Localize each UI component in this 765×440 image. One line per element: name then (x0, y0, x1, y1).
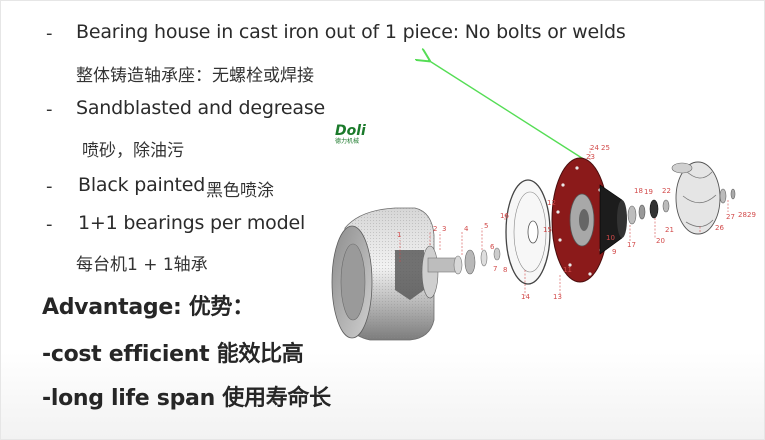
part-label-29: 29 (747, 211, 756, 219)
part-label-3: 3 (442, 225, 447, 233)
part-label-26: 26 (715, 224, 724, 232)
bullet-en-1: Bearing house in cast iron out of 1 piec… (76, 21, 626, 43)
part-label-12: 12 (547, 199, 556, 207)
part-label-6: 6 (490, 243, 495, 251)
shaft-parts (427, 247, 501, 275)
small-bearing-parts (627, 199, 670, 225)
part-label-18: 18 (634, 187, 643, 195)
part-label-2: 2 (433, 225, 438, 233)
advantage-item-1: -cost efficient 能效比高 (42, 342, 304, 367)
part-label-15: 15 (543, 226, 552, 234)
part-label-10: 10 (606, 234, 615, 242)
part-label-19: 19 (644, 188, 653, 196)
part-label-27: 27 (726, 213, 735, 221)
part-label-4: 4 (464, 225, 469, 233)
bullet-cn-2: 喷砂，除油污 (82, 141, 184, 161)
part-label-11: 11 (563, 266, 572, 274)
red-flange (551, 157, 609, 283)
part-label-22: 22 (662, 187, 671, 195)
advantage-heading: Advantage: 优势： (42, 295, 254, 320)
part-label-14: 14 (521, 293, 530, 301)
advantage-item-2: -long life span 使用寿命长 (42, 386, 331, 411)
part-label-25: 25 (601, 144, 610, 152)
bullet-en-3: Black painted (78, 174, 206, 196)
bullet-dash-1: - (46, 23, 53, 44)
bullet-cn-4: 每台机1 + 1轴承 (76, 255, 208, 275)
part-label-21: 21 (665, 226, 674, 234)
part-label-5: 5 (484, 222, 489, 230)
part-label-20: 20 (656, 237, 665, 245)
hub-cone (599, 184, 627, 255)
bearing-housing (331, 207, 439, 341)
part-label-17: 17 (627, 241, 636, 249)
bullet-en-2: Sandblasted and degrease (76, 97, 326, 119)
bullet-dash-4: - (46, 214, 53, 235)
part-label-13: 13 (553, 293, 562, 301)
logo-mark: Doli (335, 123, 366, 139)
part-label-24: 24 (590, 144, 599, 152)
pointer-arrow (428, 60, 586, 161)
part-label-23: 23 (586, 153, 595, 161)
bullet-dash-3: - (46, 176, 53, 197)
part-label-16: 16 (500, 212, 509, 220)
part-label-1: 1 (397, 231, 402, 239)
end-cover-bowl (671, 161, 736, 235)
seal-disc (505, 179, 551, 285)
logo-subtext: 德力机械 (335, 138, 360, 145)
bullet-en-4: 1+1 bearings per model (78, 212, 306, 234)
bullet-cn-3: 黑色喷涂 (206, 181, 274, 201)
part-label-9: 9 (612, 248, 617, 256)
part-label-28: 28 (738, 211, 747, 219)
bullet-dash-2: - (46, 99, 53, 120)
brand-logo: Doli 德力机械 (335, 124, 375, 146)
part-label-8: 8 (503, 266, 508, 274)
bullet-cn-1: 整体铸造轴承座：无螺栓或焊接 (76, 66, 314, 86)
part-label-7: 7 (493, 265, 498, 273)
callout-leaders (399, 148, 729, 296)
